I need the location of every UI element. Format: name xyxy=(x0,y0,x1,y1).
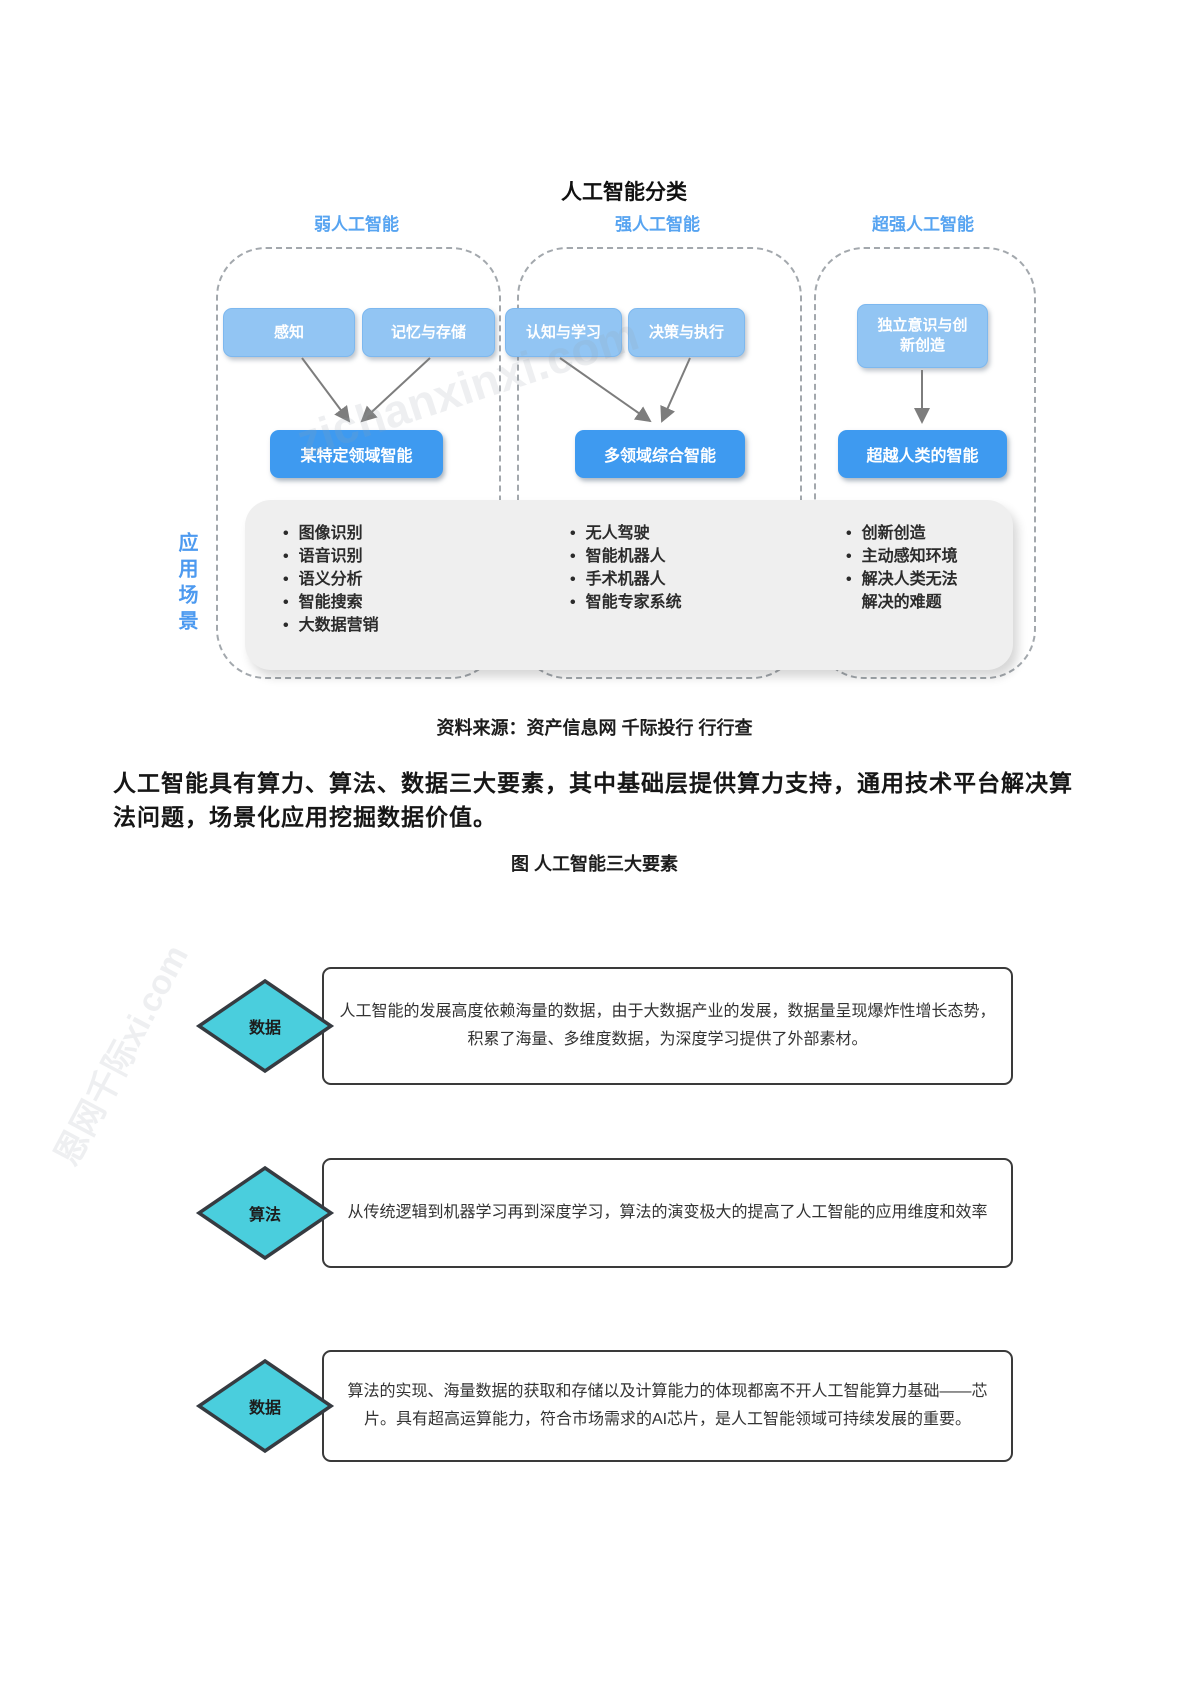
column-header-weak-ai: 弱人工智能 xyxy=(314,215,399,234)
bullet-dot-icon: • xyxy=(283,525,289,542)
bullet-dot-icon: • xyxy=(846,571,852,588)
diamond-label: 数据 xyxy=(248,1400,281,1417)
list-item: •主动感知环境 xyxy=(846,545,962,568)
weak-ai-dashed-panel xyxy=(216,247,501,679)
list-item: •无人驾驶 xyxy=(570,522,682,545)
capability-box-cognition-learning: 认知与学习 xyxy=(505,308,622,357)
bullet-dot-icon: • xyxy=(283,548,289,565)
list-item: •语义分析 xyxy=(283,568,379,591)
bullet-dot-icon: • xyxy=(846,548,852,565)
figure1-source: 资料来源：资产信息网 千际投行 行行查 xyxy=(436,718,753,738)
strong-ai-dashed-panel xyxy=(517,247,802,679)
bullet-dot-icon: • xyxy=(570,571,576,588)
figure1-title: 人工智能分类 xyxy=(561,181,687,204)
side-label-application-scenarios: 应用场景 xyxy=(175,532,197,636)
capability-box-memory-storage: 记忆与存储 xyxy=(362,308,495,357)
application-scenarios-panel xyxy=(245,500,1013,670)
bullet-dot-icon: • xyxy=(846,525,852,542)
diamond-shape-icon xyxy=(195,1358,335,1454)
body-paragraph: 人工智能具有算力、算法、数据三大要素，其中基础层提供算力支持，通用技术平台解决算… xyxy=(113,770,1073,830)
diamond-label: 算法 xyxy=(248,1207,281,1224)
element-diamond-computing: 数据 xyxy=(195,1357,335,1455)
diamond-shape-icon xyxy=(195,978,335,1074)
element-diamond-algorithm: 算法 xyxy=(195,1164,335,1262)
element-text-box-data: 人工智能的发展高度依赖海量的数据，由于大数据产业的发展，数据量呈现爆炸性增长态势… xyxy=(322,967,1013,1085)
bullet-dot-icon: • xyxy=(570,525,576,542)
result-box-specific-domain-intelligence: 某特定领域智能 xyxy=(270,430,443,478)
result-box-beyond-human-intelligence: 超越人类的智能 xyxy=(838,430,1007,478)
element-diamond-data: 数据 xyxy=(195,977,335,1075)
list-item: •创新创造 xyxy=(846,522,962,545)
scenario-list-strong-ai: •无人驾驶 •智能机器人 •手术机器人 •智能专家系统 xyxy=(570,522,682,614)
super-ai-dashed-panel xyxy=(814,247,1036,679)
list-item: •智能搜索 xyxy=(283,591,379,614)
bullet-dot-icon: • xyxy=(283,571,289,588)
element-text-box-algorithm: 从传统逻辑到机器学习再到深度学习，算法的演变极大的提高了人工智能的应用维度和效率 xyxy=(322,1158,1013,1268)
capability-box-decision-execution: 决策与执行 xyxy=(628,308,745,357)
column-header-super-ai: 超强人工智能 xyxy=(872,215,974,234)
scenario-list-super-ai: •创新创造 •主动感知环境 •解决人类无法解决的难题 xyxy=(846,522,962,614)
column-header-strong-ai: 强人工智能 xyxy=(615,215,700,234)
list-item: •智能机器人 xyxy=(570,545,682,568)
watermark-text: 恩网千际xi.com xyxy=(47,939,196,1173)
list-item: •大数据营销 xyxy=(283,614,379,637)
list-item: •图像识别 xyxy=(283,522,379,545)
figure2-title: 图 人工智能三大要素 xyxy=(510,854,678,874)
bullet-dot-icon: • xyxy=(570,594,576,611)
element-text-box-computing: 算法的实现、海量数据的获取和存储以及计算能力的体现都离不开人工智能算力基础——芯… xyxy=(322,1350,1013,1462)
capability-box-perception: 感知 xyxy=(223,308,355,357)
bullet-dot-icon: • xyxy=(283,617,289,634)
scenario-list-weak-ai: •图像识别 •语音识别 •语义分析 •智能搜索 •大数据营销 xyxy=(283,522,379,637)
result-box-multi-domain-intelligence: 多领域综合智能 xyxy=(575,430,745,478)
diamond-shape-icon xyxy=(195,1165,335,1261)
diamond-label: 数据 xyxy=(248,1020,281,1037)
capability-box-independent-consciousness: 独立意识与创新创造 xyxy=(857,304,988,368)
bullet-dot-icon: • xyxy=(283,594,289,611)
list-item: •语音识别 xyxy=(283,545,379,568)
bullet-dot-icon: • xyxy=(570,548,576,565)
list-item: •手术机器人 xyxy=(570,568,682,591)
list-item: •智能专家系统 xyxy=(570,591,682,614)
list-item: •解决人类无法解决的难题 xyxy=(846,568,962,614)
